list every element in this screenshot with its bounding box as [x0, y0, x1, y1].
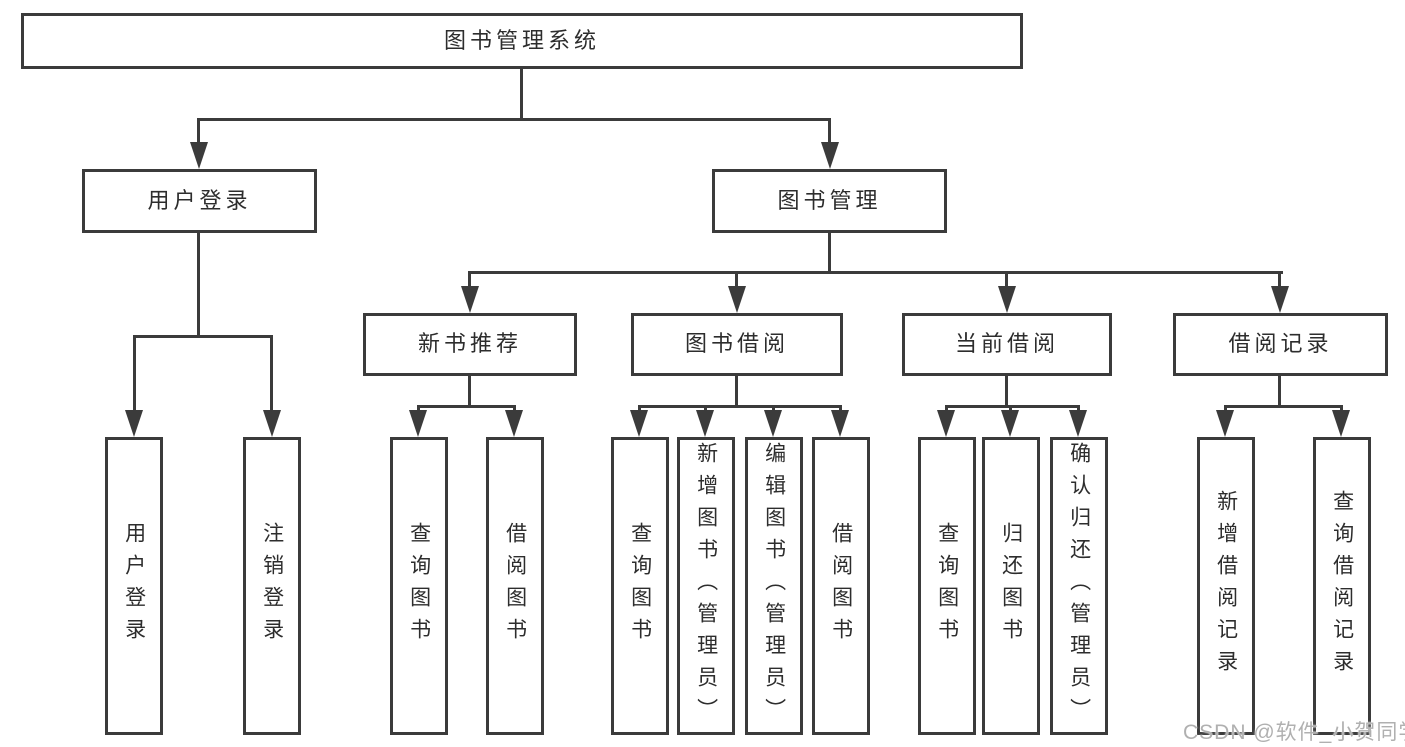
arrow-down-icon: [821, 142, 839, 169]
connector-line: [704, 405, 707, 413]
node-leaf-borrow-books: 借阅图书: [812, 437, 870, 735]
arrow-down-icon: [1069, 410, 1087, 437]
node-label: 查询图书: [407, 522, 431, 650]
connector-line: [735, 376, 738, 407]
connector-line: [133, 335, 273, 338]
connector-line: [1009, 405, 1012, 413]
node-label: 确认归还（管理员）: [1067, 442, 1091, 730]
connector-line: [520, 69, 523, 120]
node-label: 查询图书: [628, 522, 652, 650]
connector-line: [839, 405, 842, 413]
connector-line: [1278, 271, 1281, 288]
arrow-down-icon: [1332, 410, 1350, 437]
connector-line: [945, 405, 1079, 408]
connector-line: [828, 118, 831, 146]
connector-line: [1224, 405, 1342, 408]
arrow-down-icon: [696, 410, 714, 437]
connector-line: [1340, 405, 1343, 413]
arrow-down-icon: [505, 410, 523, 437]
connector-line: [197, 118, 200, 146]
node-leaf-user-login: 用户登录: [105, 437, 163, 735]
node-label: 新增借阅记录: [1214, 490, 1238, 682]
node-leaf-add-book-admin: 新增图书（管理员）: [677, 437, 735, 735]
arrow-down-icon: [728, 286, 746, 313]
arrow-down-icon: [1271, 286, 1289, 313]
connector-line: [1005, 376, 1008, 407]
node-leaf-confirm-return-admin: 确认归还（管理员）: [1050, 437, 1108, 735]
connector-line: [638, 405, 641, 413]
node-label: 借阅图书: [829, 522, 853, 650]
node-book-management: 图书管理: [712, 169, 947, 233]
node-label: 新书推荐: [417, 331, 522, 357]
node-leaf-edit-book-admin: 编辑图书（管理员）: [745, 437, 803, 735]
connector-line: [772, 405, 775, 413]
node-root: 图书管理系统: [21, 13, 1023, 69]
node-book-borrow: 图书借阅: [631, 313, 843, 376]
node-label: 新增图书（管理员）: [694, 442, 718, 730]
node-leaf-borrow-books-recommend: 借阅图书: [486, 437, 544, 735]
connector-line: [1005, 271, 1008, 288]
connector-line: [468, 376, 471, 407]
connector-line: [417, 405, 516, 408]
arrow-down-icon: [409, 410, 427, 437]
node-leaf-return-books: 归还图书: [982, 437, 1040, 735]
arrow-down-icon: [1001, 410, 1019, 437]
arrow-down-icon: [1216, 410, 1234, 437]
connector-line: [945, 405, 948, 413]
node-label: 查询借阅记录: [1330, 490, 1354, 682]
connector-line: [638, 405, 842, 408]
arrow-down-icon: [764, 410, 782, 437]
connector-line: [1224, 405, 1227, 413]
node-label: 用户登录: [147, 187, 252, 213]
connector-line: [468, 271, 471, 288]
connector-line: [1077, 405, 1080, 413]
arrow-down-icon: [461, 286, 479, 313]
node-leaf-query-borrow-record: 查询借阅记录: [1313, 437, 1371, 735]
node-label: 图书管理: [777, 187, 882, 213]
connector-line: [1278, 376, 1281, 407]
node-label: 用户登录: [122, 522, 146, 650]
arrow-down-icon: [937, 410, 955, 437]
connector-line: [468, 271, 1283, 274]
connector-line: [270, 335, 273, 414]
connector-line: [197, 233, 200, 337]
node-current-borrow: 当前借阅: [902, 313, 1112, 376]
node-leaf-logout: 注销登录: [243, 437, 301, 735]
node-user-login: 用户登录: [82, 169, 317, 233]
node-label: 图书管理系统: [443, 27, 600, 53]
arrow-down-icon: [125, 410, 143, 437]
arrow-down-icon: [831, 410, 849, 437]
node-label: 编辑图书（管理员）: [762, 442, 786, 730]
node-leaf-add-borrow-record: 新增借阅记录: [1197, 437, 1255, 735]
connector-line: [828, 233, 831, 274]
node-label: 借阅图书: [503, 522, 527, 650]
arrow-down-icon: [998, 286, 1016, 313]
connector-line: [417, 405, 420, 413]
node-label: 查询图书: [935, 522, 959, 650]
connector-line: [197, 118, 831, 121]
arrow-down-icon: [190, 142, 208, 169]
arrow-down-icon: [263, 410, 281, 437]
connector-line: [133, 335, 136, 414]
node-label: 注销登录: [260, 522, 284, 650]
connector-line: [513, 405, 516, 413]
node-leaf-query-books-borrow: 查询图书: [611, 437, 669, 735]
node-leaf-query-books-recommend: 查询图书: [390, 437, 448, 735]
node-label: 归还图书: [999, 522, 1023, 650]
node-leaf-query-books-current: 查询图书: [918, 437, 976, 735]
node-new-book-recommend: 新书推荐: [363, 313, 577, 376]
csdn-watermark: CSDN @软件_小贺同学: [1183, 721, 1405, 744]
arrow-down-icon: [630, 410, 648, 437]
node-label: 借阅记录: [1228, 331, 1333, 357]
node-borrow-records: 借阅记录: [1173, 313, 1388, 376]
node-label: 当前借阅: [954, 331, 1059, 357]
connector-line: [735, 271, 738, 288]
node-label: 图书借阅: [684, 331, 789, 357]
